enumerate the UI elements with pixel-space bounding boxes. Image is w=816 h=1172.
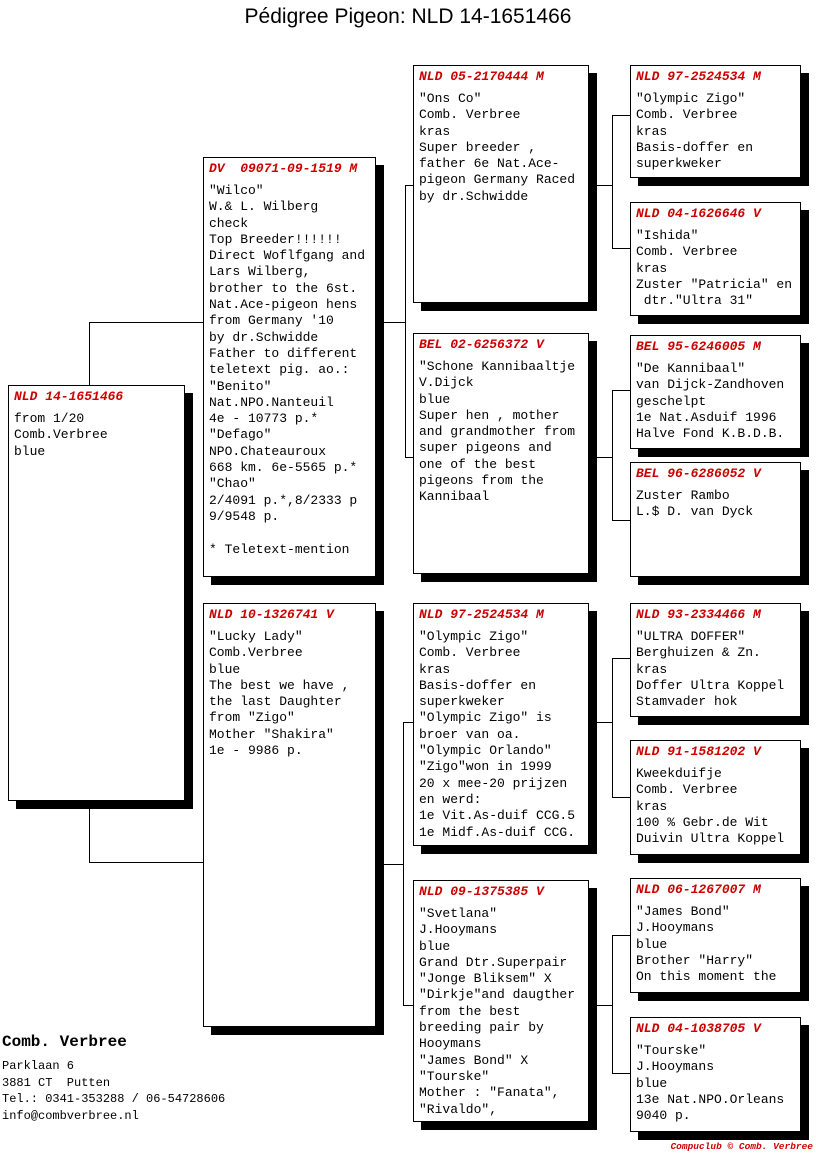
pedigree-box-ggp-2: NLD 04-1626646 V "Ishida" Comb. Verbree …	[630, 202, 801, 316]
connector-line	[612, 390, 630, 391]
connector-line	[377, 322, 405, 323]
ring-number-father: DV 09071-09-1519 M	[209, 161, 358, 176]
ring-number-mm: NLD 09-1375385 V	[419, 884, 544, 899]
connector-line	[89, 801, 90, 862]
connector-line	[89, 322, 90, 385]
connector-line	[405, 457, 413, 458]
pedigree-box-subject: NLD 14-1651466 from 1/20 Comb.Verbree bl…	[8, 385, 185, 801]
connector-line	[377, 864, 404, 865]
pigeon-notes-mmm: "Tourske" J.Hooymans blue 13e Nat.NPO.Or…	[636, 1043, 785, 1124]
connector-line	[612, 390, 613, 521]
connector-line	[612, 935, 630, 936]
ring-number-ffm: NLD 04-1626646 V	[636, 206, 761, 221]
ring-number-mmm: NLD 04-1038705 V	[636, 1021, 761, 1036]
breeder-address: Parklaan 6 3881 CT Putten Tel.: 0341-353…	[2, 1059, 226, 1123]
connector-line	[405, 185, 413, 186]
pedigree-box-grandfather-maternal: NLD 97-2524534 M "Olympic Zigo" Comb. Ve…	[413, 603, 589, 846]
connector-line	[89, 322, 203, 323]
breeder-contact: Comb. Verbree Parklaan 6 3881 CT Putten …	[2, 1033, 225, 1124]
connector-line	[612, 1073, 630, 1074]
page-title: Pédigree Pigeon: NLD 14-1651466	[244, 5, 572, 28]
breeder-name: Comb. Verbree	[2, 1033, 127, 1051]
pigeon-notes-fm: "Schone Kannibaaltje V.Dijck blue Super …	[419, 359, 576, 505]
connector-line	[590, 457, 612, 458]
ring-number-fmf: BEL 95-6246005 M	[636, 339, 761, 354]
pedigree-box-ggp-7: NLD 06-1267007 M "James Bond" J.Hooymans…	[630, 878, 801, 993]
connector-line	[405, 322, 406, 458]
pedigree-box-grandmother-paternal: BEL 02-6256372 V "Schone Kannibaaltje V.…	[413, 333, 589, 574]
connector-line	[612, 115, 613, 249]
connector-line	[403, 864, 404, 1006]
connector-line	[612, 935, 613, 1074]
connector-line	[612, 658, 630, 659]
ring-number-subject: NLD 14-1651466	[14, 389, 124, 404]
ring-number-mff: NLD 93-2334466 M	[636, 607, 761, 622]
pigeon-notes-mf: "Olympic Zigo" Comb. Verbree kras Basis-…	[419, 629, 576, 840]
pigeon-notes-mother: "Lucky Lady" Comb.Verbree blue The best …	[209, 629, 350, 759]
ring-number-mfm: NLD 91-1581202 V	[636, 744, 761, 759]
pigeon-notes-mmf: "James Bond" J.Hooymans blue Brother "Ha…	[636, 904, 777, 985]
connector-line	[405, 185, 406, 323]
ring-number-fmm: BEL 96-6286052 V	[636, 466, 761, 481]
pedigree-box-mother: NLD 10-1326741 V "Lucky Lady" Comb.Verbr…	[203, 603, 376, 1027]
connector-line	[590, 185, 612, 186]
pedigree-box-grandmother-maternal: NLD 09-1375385 V "Svetlana" J.Hooymans b…	[413, 880, 589, 1122]
pigeon-notes-mff: "ULTRA DOFFER" Berghuizen & Zn. kras Dof…	[636, 629, 785, 710]
pedigree-box-ggp-4: BEL 96-6286052 V Zuster Rambo L.$ D. van…	[630, 462, 801, 577]
connector-line	[612, 115, 630, 116]
pedigree-box-ggp-8: NLD 04-1038705 V "Tourske" J.Hooymans bl…	[630, 1017, 801, 1132]
connector-line	[590, 1005, 612, 1006]
connector-line	[612, 520, 630, 521]
ring-number-mother: NLD 10-1326741 V	[209, 607, 334, 622]
connector-line	[612, 797, 630, 798]
pigeon-notes-fmf: "De Kannibaal" van Dijck-Zandhoven gesch…	[636, 361, 785, 442]
connector-line	[89, 862, 203, 863]
connector-line	[612, 248, 630, 249]
pigeon-notes-mfm: Kweekduifje Comb. Verbree kras 100 % Geb…	[636, 766, 785, 847]
connector-line	[403, 722, 413, 723]
pigeon-notes-father: "Wilco" W.& L. Wilberg check Top Breeder…	[209, 183, 366, 557]
pigeon-notes-fff: "Olympic Zigo" Comb. Verbree kras Basis-…	[636, 91, 754, 172]
pedigree-box-grandfather-paternal: NLD 05-2170444 M "Ons Co" Comb. Verbree …	[413, 65, 589, 303]
ring-number-ff: NLD 05-2170444 M	[419, 69, 544, 84]
pigeon-notes-fmm: Zuster Rambo L.$ D. van Dyck	[636, 488, 754, 520]
pedigree-box-father: DV 09071-09-1519 M "Wilco" W.& L. Wilber…	[203, 157, 376, 577]
connector-line	[403, 722, 404, 865]
pedigree-box-ggp-6: NLD 91-1581202 V Kweekduifje Comb. Verbr…	[630, 740, 801, 855]
pigeon-notes-subject: from 1/20 Comb.Verbree blue	[14, 411, 108, 459]
pedigree-box-ggp-3: BEL 95-6246005 M "De Kannibaal" van Dijc…	[630, 335, 801, 449]
ring-number-fm: BEL 02-6256372 V	[419, 337, 544, 352]
connector-line	[612, 658, 613, 798]
connector-line	[590, 722, 612, 723]
ring-number-fff: NLD 97-2524534 M	[636, 69, 761, 84]
ring-number-mf: NLD 97-2524534 M	[419, 607, 544, 622]
pedigree-box-ggp-5: NLD 93-2334466 M "ULTRA DOFFER" Berghuiz…	[630, 603, 801, 717]
pigeon-notes-ff: "Ons Co" Comb. Verbree kras Super breede…	[419, 91, 576, 204]
connector-line	[403, 1005, 413, 1006]
pigeon-notes-ffm: "Ishida" Comb. Verbree kras Zuster "Patr…	[636, 228, 793, 309]
ring-number-mmf: NLD 06-1267007 M	[636, 882, 761, 897]
software-credit: Compuclub © Comb. Verbree	[670, 1141, 813, 1152]
pigeon-notes-mm: "Svetlana" J.Hooymans blue Grand Dtr.Sup…	[419, 906, 576, 1117]
pedigree-box-ggp-1: NLD 97-2524534 M "Olympic Zigo" Comb. Ve…	[630, 65, 801, 178]
